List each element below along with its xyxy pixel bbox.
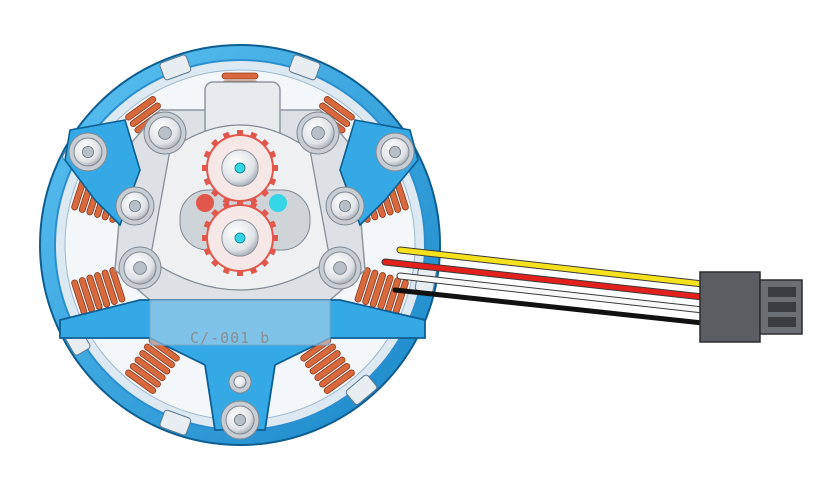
- bolt: [115, 186, 155, 226]
- gear: [202, 200, 278, 276]
- wire-red: [382, 259, 715, 301]
- wire-yellow: [397, 247, 715, 288]
- ring-clip: [345, 374, 378, 405]
- gear: [202, 130, 278, 206]
- part-engraving: C/-001 b: [190, 329, 270, 347]
- wire-harness: [381, 246, 716, 327]
- wire-white: [397, 273, 715, 314]
- ring-clip: [159, 409, 192, 436]
- bolt: [68, 132, 108, 172]
- bolt: [118, 246, 162, 290]
- bolt: [143, 111, 187, 155]
- bolt: [375, 132, 415, 172]
- housing-bolts: [68, 111, 415, 440]
- copper-coil: [71, 267, 126, 315]
- bolt: [318, 246, 362, 290]
- connector-plug: [699, 271, 803, 343]
- bolt: [228, 370, 252, 394]
- wire-black: [392, 287, 715, 327]
- planetary-gears: [196, 130, 287, 276]
- copper-coil: [125, 337, 180, 394]
- bolt: [325, 186, 365, 226]
- bolt: [220, 400, 260, 440]
- mount-bracket: C/-001 b: [59, 299, 426, 431]
- bolt: [296, 111, 340, 155]
- gear-pin-left: [196, 194, 214, 212]
- ring-clip: [288, 54, 321, 81]
- ring-clip: [159, 54, 192, 81]
- gear-pin-right: [269, 194, 287, 212]
